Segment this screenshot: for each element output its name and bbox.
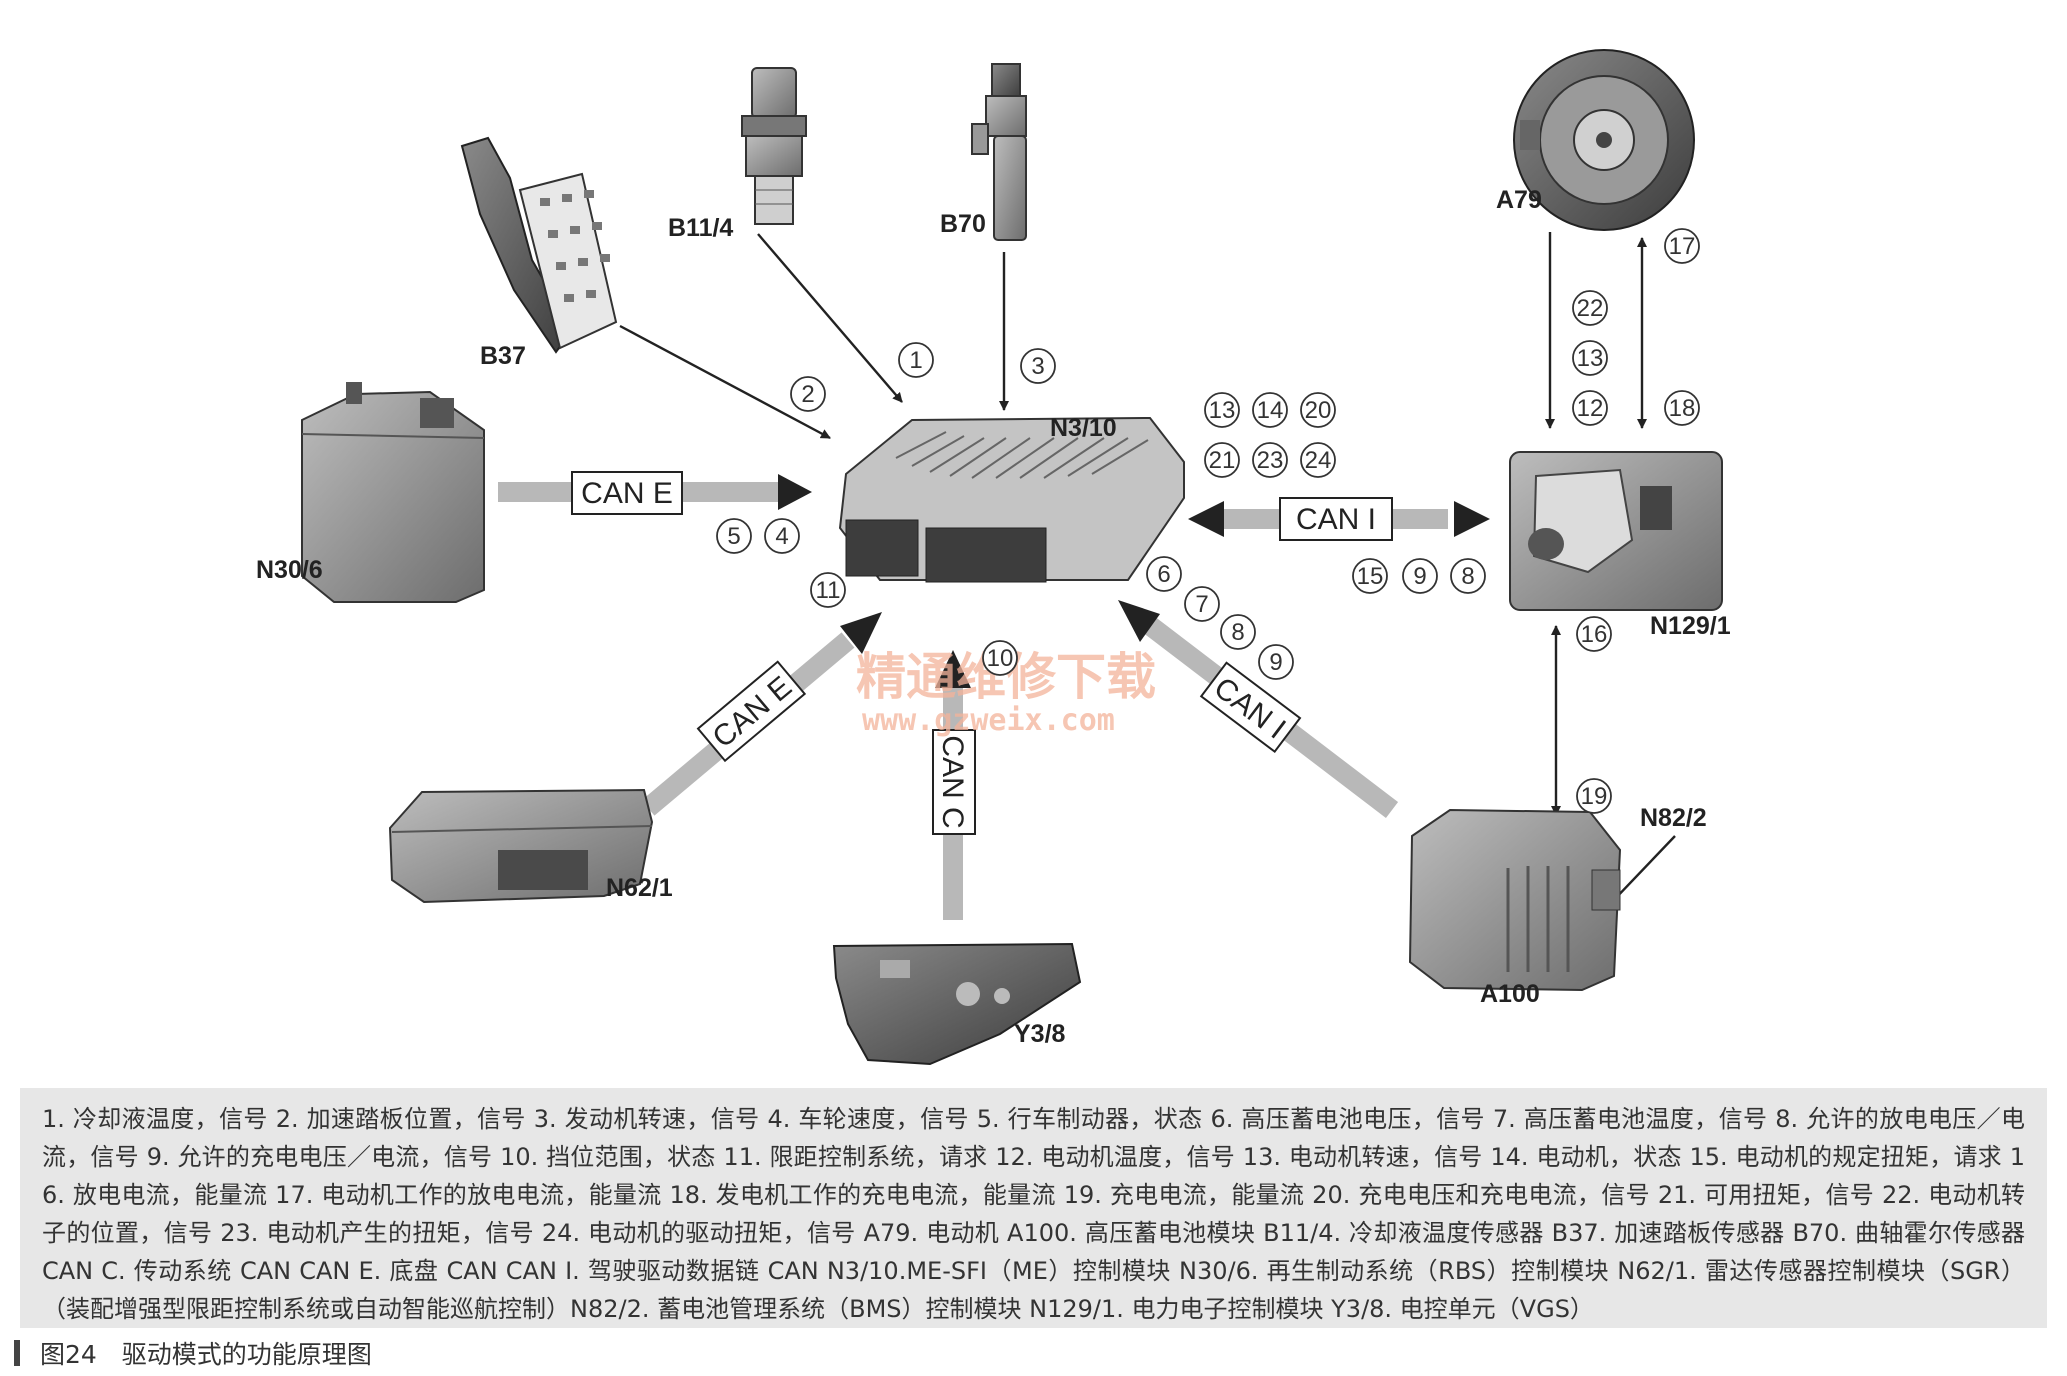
svg-text:CAN E: CAN E bbox=[581, 477, 673, 510]
label-a100: A100 bbox=[1480, 980, 1540, 1008]
label-y3-8: Y3/8 bbox=[1014, 1020, 1066, 1048]
power-electronics-module bbox=[1509, 451, 1723, 611]
figure-title-text: 图24 驱动模式的功能原理图 bbox=[40, 1340, 372, 1369]
arrowhead-can-c bbox=[935, 650, 971, 688]
regenerative-brake-module bbox=[301, 382, 485, 603]
svg-text:CAN C: CAN C bbox=[936, 735, 969, 828]
coolant-temperature-sensor bbox=[741, 67, 807, 225]
radar-sensor-control-module bbox=[388, 788, 654, 904]
signal-12: 12 bbox=[1577, 395, 1604, 422]
signal-6: 6 bbox=[1157, 561, 1170, 588]
signal-8b: 8 bbox=[1461, 563, 1474, 590]
arrowhead-can-e-diag bbox=[840, 612, 882, 654]
legend-box: 1. 冷却液温度，信号 2. 加速踏板位置，信号 3. 发动机转速，信号 4. … bbox=[20, 1088, 2047, 1328]
signal-number-markers bbox=[716, 228, 1700, 814]
signal-23: 23 bbox=[1257, 447, 1284, 474]
signal-4: 4 bbox=[775, 523, 788, 550]
signal-14: 14 bbox=[1257, 397, 1284, 424]
legend-text: 1. 冷却液温度，信号 2. 加速踏板位置，信号 3. 发动机转速，信号 4. … bbox=[42, 1105, 2025, 1323]
signal-20: 20 bbox=[1305, 397, 1332, 424]
can-c-label: CAN C bbox=[932, 729, 976, 835]
accelerator-pedal-sensor bbox=[460, 136, 618, 354]
can-e-left-label: CAN E bbox=[571, 471, 683, 515]
watermark-url: www.gzweix.com bbox=[862, 703, 1115, 738]
label-b70: B70 bbox=[940, 210, 986, 238]
label-n30-6: N30/6 bbox=[256, 556, 323, 584]
arrowhead-can-i-right bbox=[1454, 501, 1490, 537]
signal-8: 8 bbox=[1231, 619, 1244, 646]
signal-number-texts: 1 2 3 4 5 6 7 8 9 10 11 13 14 20 21 23 2… bbox=[727, 233, 1695, 810]
arrowhead-can-i-left bbox=[1188, 501, 1224, 537]
signal-2: 2 bbox=[801, 381, 814, 408]
signal-17: 17 bbox=[1669, 233, 1696, 260]
arrowhead-can-i-diag bbox=[1118, 600, 1160, 642]
signal-24: 24 bbox=[1305, 447, 1332, 474]
signal-9b: 9 bbox=[1413, 563, 1426, 590]
caption-bar bbox=[14, 1340, 20, 1366]
bus-arrowheads bbox=[778, 474, 1490, 688]
signal-13b: 13 bbox=[1577, 345, 1604, 372]
signal-5: 5 bbox=[727, 523, 740, 550]
signal-18: 18 bbox=[1669, 395, 1696, 422]
signal-7: 7 bbox=[1195, 591, 1208, 618]
me-sfi-control-module bbox=[838, 416, 1185, 583]
label-n3-10: N3/10 bbox=[1050, 414, 1117, 442]
signal-19: 19 bbox=[1581, 783, 1608, 810]
electric-motor bbox=[1513, 49, 1695, 231]
figure-caption: 图24 驱动模式的功能原理图 bbox=[14, 1336, 372, 1370]
label-n82-2: N82/2 bbox=[1640, 804, 1707, 832]
can-i-horiz-label: CAN I bbox=[1279, 497, 1393, 541]
label-n129-1: N129/1 bbox=[1650, 612, 1731, 640]
signal-9: 9 bbox=[1269, 649, 1282, 676]
signal-11: 11 bbox=[816, 577, 841, 604]
label-a79: A79 bbox=[1496, 186, 1542, 214]
signal-13: 13 bbox=[1209, 397, 1236, 424]
function-diagram: CAN E CAN E CAN C CAN I CAN I bbox=[256, 49, 1731, 1066]
signal-15: 15 bbox=[1357, 563, 1384, 590]
label-b11-4: B11/4 bbox=[668, 214, 733, 242]
transmission-control-unit bbox=[832, 942, 1082, 1066]
can-e-diag-label: CAN E bbox=[696, 660, 807, 763]
crankshaft-hall-sensor bbox=[971, 63, 1027, 241]
label-n62-1: N62/1 bbox=[606, 874, 673, 902]
signal-arrows bbox=[619, 232, 1676, 903]
signal-16: 16 bbox=[1581, 621, 1608, 648]
signal-10: 10 bbox=[987, 645, 1014, 672]
signal-21: 21 bbox=[1209, 447, 1236, 474]
svg-text:CAN I: CAN I bbox=[1296, 503, 1376, 536]
hv-battery-module bbox=[1408, 808, 1622, 992]
signal-1: 1 bbox=[909, 347, 922, 374]
signal-22: 22 bbox=[1577, 295, 1604, 322]
label-b37: B37 bbox=[480, 342, 526, 370]
arrowhead-can-e-left bbox=[778, 474, 812, 510]
signal-3: 3 bbox=[1031, 353, 1044, 380]
